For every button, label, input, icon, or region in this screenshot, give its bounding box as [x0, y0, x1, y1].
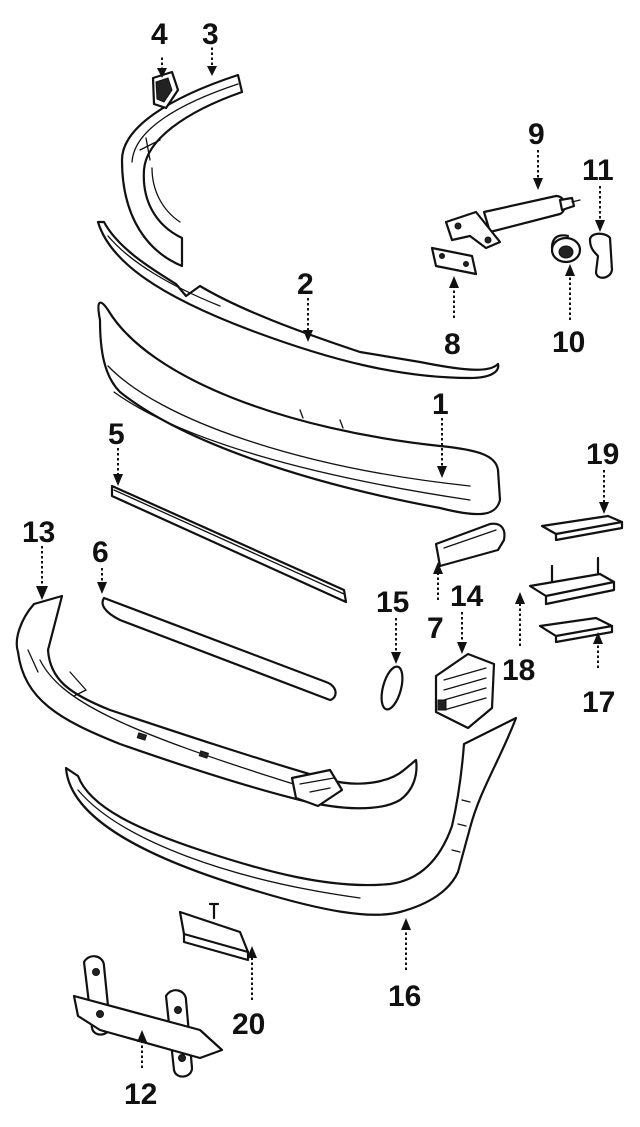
callout-13: 13: [22, 516, 55, 549]
callout-2: 2: [297, 268, 314, 301]
callout-16: 16: [388, 980, 421, 1013]
part-9-absorber: [444, 194, 581, 250]
callout-3: 3: [202, 18, 219, 51]
part-13-lower-bumper: [15, 594, 418, 810]
callout-17: 17: [582, 686, 615, 719]
part-17-pad: [538, 616, 614, 644]
callout-18: 18: [502, 654, 535, 687]
callout-4: 4: [151, 18, 168, 51]
part-8-plate: [430, 246, 478, 276]
part-18-pad-studs: [528, 556, 616, 606]
part-14-grille-insert: [434, 652, 496, 730]
part-11-bracket: [588, 232, 614, 279]
callout-8: 8: [444, 328, 461, 361]
callout-19: 19: [586, 438, 619, 471]
callout-9: 9: [528, 118, 545, 151]
part-3-reinforcement: [120, 73, 244, 268]
callout-5: 5: [108, 418, 125, 451]
callout-labels: 4 3 2 1 5 6 13 7 9 11 8 10 19 15 14 18 1…: [22, 18, 619, 1111]
callout-20: 20: [232, 1008, 265, 1041]
callout-12: 12: [124, 1078, 157, 1111]
part-19-pad: [540, 514, 624, 542]
callout-6: 6: [92, 536, 109, 569]
part-16-bumper-cover: [64, 716, 518, 916]
callout-1: 1: [432, 388, 449, 421]
part-6-lower-molding: [101, 596, 337, 702]
part-15-reflector: [380, 665, 404, 711]
part-10-bushing: [550, 234, 582, 264]
part-20-mount-pad: [178, 902, 250, 962]
part-1-bumper-face: [97, 301, 502, 516]
part-12-bracket: [72, 955, 224, 1078]
part-5-molding: [110, 484, 348, 604]
part-4-clip: [151, 70, 180, 110]
callout-14: 14: [450, 580, 484, 613]
leader-lines: [36, 46, 609, 1068]
callout-7: 7: [427, 612, 444, 645]
part-7-end-cap: [434, 522, 506, 568]
callout-11: 11: [582, 154, 614, 187]
callout-15: 15: [376, 586, 409, 619]
part-2-filler-strip: [96, 220, 500, 380]
callout-10: 10: [552, 326, 585, 359]
